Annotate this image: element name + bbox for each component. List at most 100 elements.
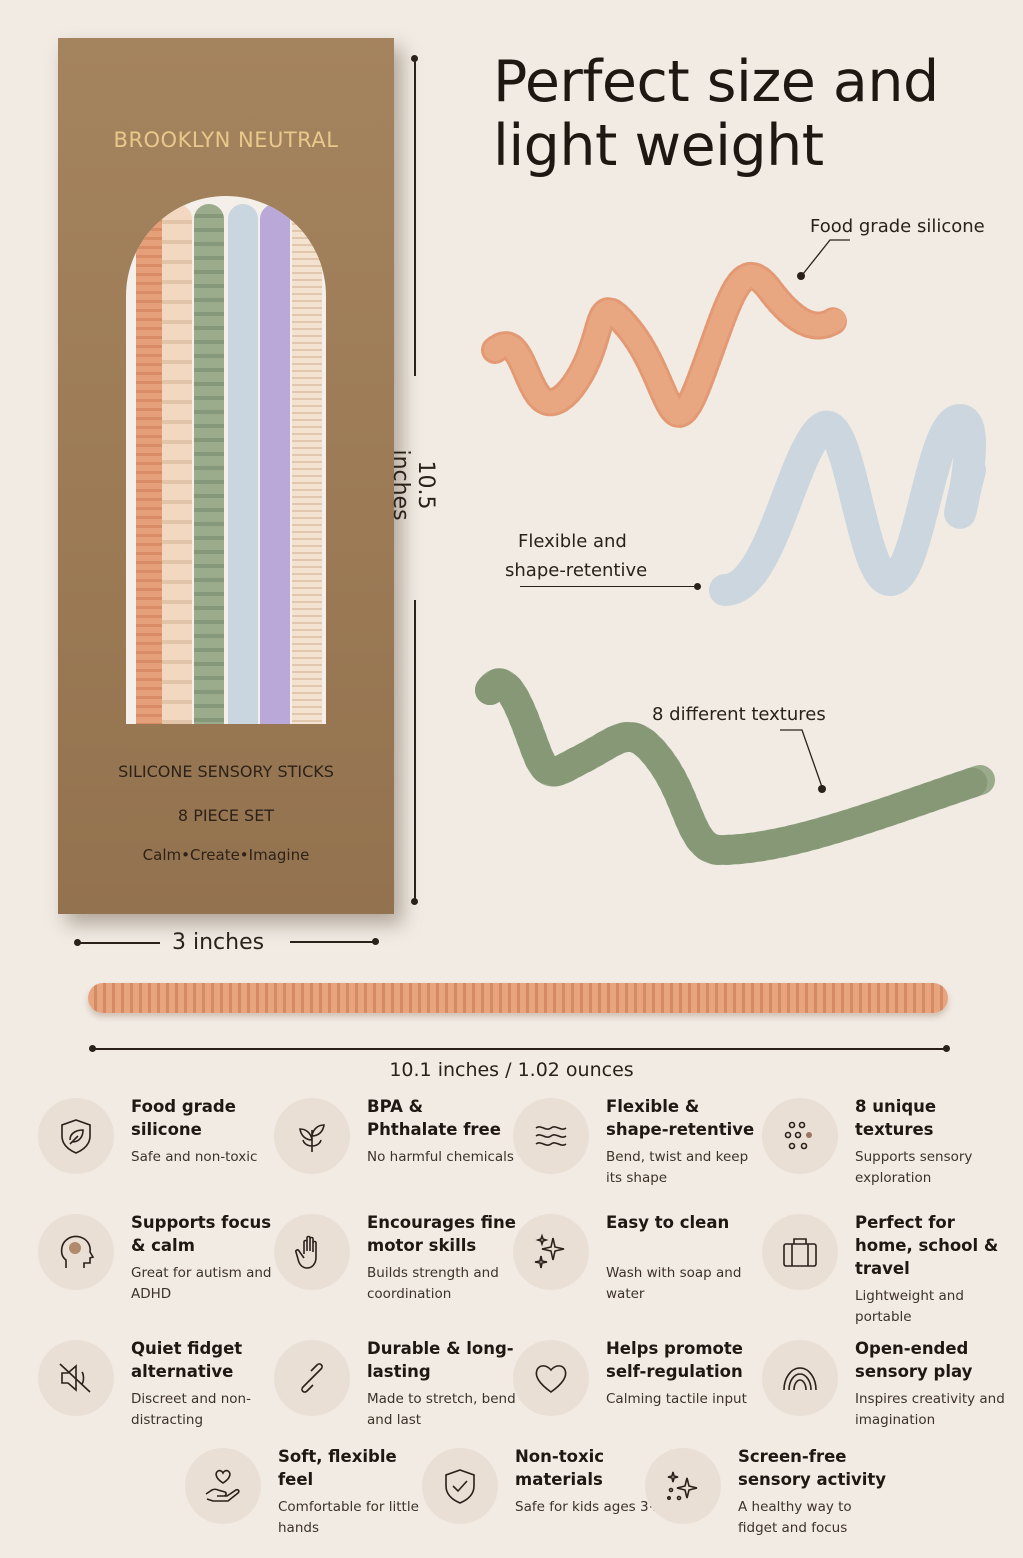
squiggle-sticks <box>475 262 995 866</box>
feature-title: Durable & long-lasting <box>367 1339 514 1381</box>
stars-icon-badge <box>645 1448 721 1524</box>
suitcase-icon <box>783 1238 817 1267</box>
sparkles-icon-badge <box>513 1214 589 1290</box>
callout-material: Food grade silicone <box>810 216 985 237</box>
waves-icon-badge <box>513 1098 589 1174</box>
stick-lavender <box>260 204 290 724</box>
stick-sage <box>194 204 224 724</box>
feature-title: 8 unique textures <box>855 1097 937 1139</box>
feature-title: Food grade silicone <box>131 1097 236 1139</box>
stick-cream <box>162 204 192 724</box>
chain-link-icon-badge <box>274 1340 350 1416</box>
feature-desc: No harmful chemicals <box>367 1149 514 1165</box>
feature-desc: Safe and non-toxic <box>131 1149 258 1165</box>
feature-desc: Great for autism and ADHD <box>131 1265 272 1302</box>
feature-title: Flexible & shape-retentive <box>606 1097 755 1139</box>
length-weight-label: 10.1 inches / 1.02 ounces <box>389 1059 634 1081</box>
height-dim-line-bottom <box>414 600 416 902</box>
feature-title: Encourages fine motor skills <box>367 1213 516 1255</box>
box-window <box>126 196 326 724</box>
plant-sprout-icon-badge <box>274 1098 350 1174</box>
feature-desc: Made to stretch, bend and last <box>367 1391 516 1428</box>
feature-desc: Bend, twist and keep its shape <box>606 1149 749 1186</box>
callout-material-leader <box>797 239 850 280</box>
feature-desc: Lightweight and portable <box>855 1288 964 1325</box>
blue-squiggle <box>709 403 986 606</box>
chain-link-icon <box>301 1363 323 1393</box>
package-product-name: SILICONE SENSORY STICKS <box>118 762 334 781</box>
mute-speaker-icon <box>59 1363 91 1393</box>
feature-title: Perfect for home, school & travel <box>855 1213 999 1278</box>
heart-icon <box>535 1365 567 1393</box>
product-box: BROOKLYN NEUTRAL SILICONE SENSORY STICKS… <box>58 38 394 914</box>
callout-flex-leader <box>520 586 696 588</box>
mute-speaker-icon-badge <box>38 1340 114 1416</box>
dots-texture-icon-badge <box>762 1098 838 1174</box>
waves-icon <box>535 1126 567 1146</box>
hand-icon <box>295 1235 317 1269</box>
sparkles-icon <box>534 1233 565 1269</box>
package-tagline: Calm•Create•Imagine <box>142 846 310 864</box>
plant-sprout-icon <box>299 1124 325 1152</box>
straight-peach-stick <box>88 983 948 1013</box>
feature-title: Open-ended sensory play <box>855 1339 973 1381</box>
callout-flex-line2: shape-retentive <box>505 560 648 581</box>
length-dim-right-dot <box>943 1045 950 1052</box>
feature-desc: Safe for kids ages 3+ <box>515 1499 660 1515</box>
shield-leaf-icon-badge <box>38 1098 114 1174</box>
callout-flex-line1: Flexible and <box>518 531 627 552</box>
width-label: 3 inches <box>172 930 265 955</box>
height-dim-line-top <box>414 58 416 376</box>
callout-textures-leader <box>780 729 826 793</box>
width-dim-line-right <box>290 941 374 943</box>
stick-light-blue <box>228 204 258 724</box>
heart-hand-icon-badge <box>185 1448 261 1524</box>
shield-check-icon <box>445 1469 475 1504</box>
feature-title: Soft, flexible feel <box>278 1447 397 1489</box>
feature-title: Supports focus & calm <box>131 1213 272 1255</box>
width-dim-right-dot <box>372 938 379 945</box>
heart-icon-badge <box>513 1340 589 1416</box>
peach-squiggle-core <box>484 265 846 425</box>
feature-title: Non-toxic materials <box>515 1447 605 1489</box>
suitcase-icon-badge <box>762 1214 838 1290</box>
feature-desc: Supports sensory exploration <box>855 1149 973 1186</box>
heart-hand-icon <box>205 1469 240 1502</box>
rainbow-icon <box>783 1367 817 1391</box>
dots-texture-icon <box>784 1121 812 1150</box>
width-dim-left-dot <box>74 939 81 946</box>
height-dim-bottom-dot <box>411 898 418 905</box>
head-brain-icon-badge <box>38 1214 114 1290</box>
length-dim-line <box>92 1048 948 1050</box>
feature-desc: Builds strength and coordination <box>367 1265 499 1302</box>
feature-desc: Discreet and non-distracting <box>131 1391 251 1428</box>
hand-icon-badge <box>274 1214 350 1290</box>
shield-leaf-icon <box>61 1119 91 1154</box>
package-set-size: 8 PIECE SET <box>177 806 275 825</box>
width-dim-line-left <box>78 942 160 944</box>
feature-desc: Comfortable for little hands <box>278 1499 419 1536</box>
headline: Perfect size and light weight <box>493 49 939 179</box>
callout-textures: 8 different textures <box>652 704 826 725</box>
rainbow-icon-badge <box>762 1340 838 1416</box>
feature-desc: Wash with soap and water <box>606 1265 742 1302</box>
head-brain-icon <box>60 1235 95 1268</box>
shield-check-icon-badge <box>422 1448 498 1524</box>
feature-desc: Calming tactile input <box>606 1391 747 1407</box>
height-label: 10.5 inches <box>388 449 438 521</box>
